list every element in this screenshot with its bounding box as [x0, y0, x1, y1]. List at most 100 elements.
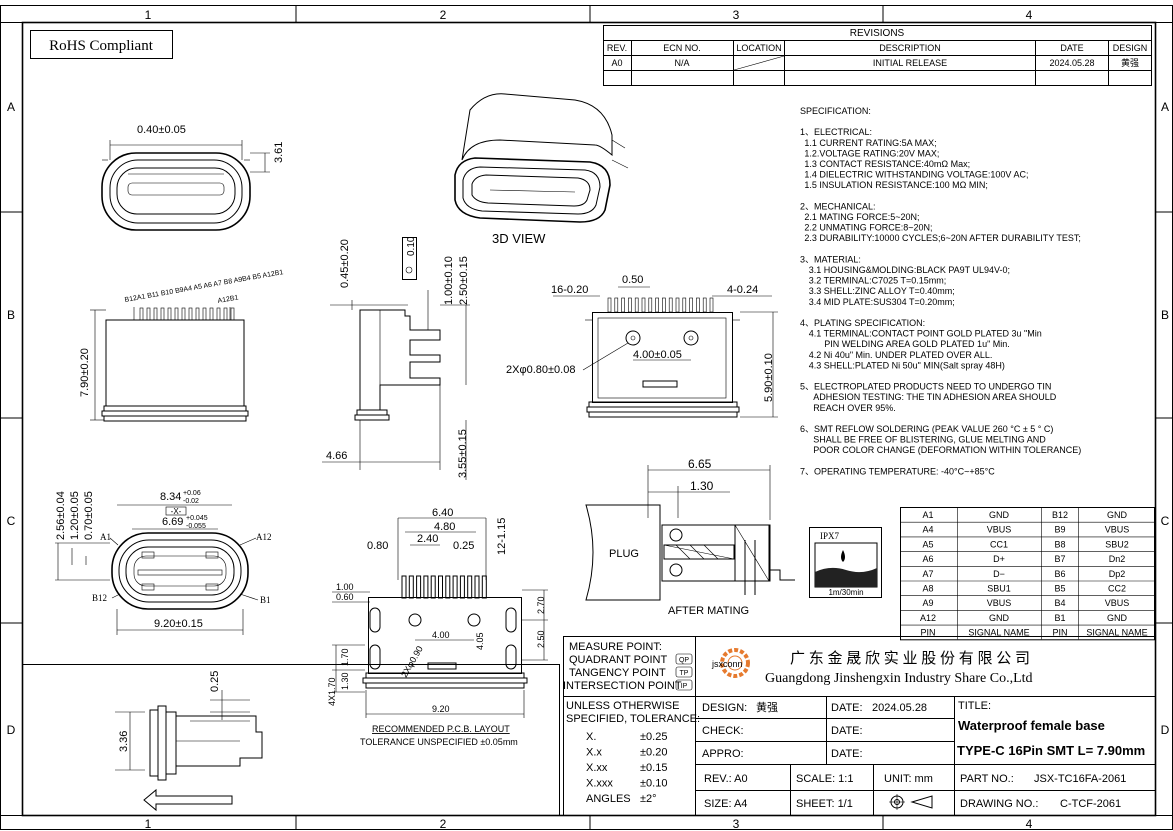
- pcb-pad: [452, 575, 458, 599]
- pin-table-cell: B6: [1054, 569, 1065, 579]
- pin-table-cell: D+: [993, 554, 1005, 564]
- title-line-2: TYPE-C 16Pin SMT L= 7.90mm: [957, 743, 1145, 758]
- pin-table-cell: B5: [1054, 584, 1065, 594]
- revisions-table: REVISIONS REV. ECN NO. LOCATION DESCRIPT…: [603, 25, 1152, 86]
- pin-table-cell: B4: [1054, 598, 1065, 608]
- spec-line: SPECIFICATION:: [800, 106, 871, 116]
- col-label-1: 1: [145, 8, 152, 22]
- pin-lead: [223, 307, 228, 321]
- spec-line: 1.3 CONTACT RESISTANCE:40mΩ Max;: [804, 159, 970, 169]
- after-mating-label: AFTER MATING: [668, 605, 749, 617]
- dim-0-60: 0.60: [336, 592, 354, 602]
- rev-label: REV.: A0: [704, 773, 748, 785]
- spec-line: 5、ELECTROPLATED PRODUCTS NEED TO UNDERGO…: [800, 382, 1051, 392]
- pcb-pad: [445, 575, 451, 599]
- part-no-value: JSX-TC16FA-2061: [1034, 773, 1126, 785]
- date-label-1: DATE:: [831, 702, 863, 714]
- row-label-d: D: [7, 723, 16, 737]
- row-label-d-right: D: [1161, 723, 1170, 737]
- rev-header-location: LOCATION: [736, 43, 781, 53]
- rev-cell-description: INITIAL RELEASE: [873, 58, 947, 68]
- datum-x: -X-: [171, 507, 182, 516]
- front-view-top: 0.40±0.05 3.61: [101, 124, 285, 231]
- pin-table-cell: GND: [989, 510, 1010, 520]
- pin-lead: [202, 307, 207, 321]
- col-label-3: 3: [733, 8, 740, 22]
- dim-4-00-pcb: 4.00: [432, 630, 450, 640]
- pin-table-cell: A9: [922, 598, 933, 608]
- pin-table-cell: Dn2: [1109, 554, 1126, 564]
- tolerance-precision: X.xxx: [586, 778, 613, 790]
- design-value: 黄强: [756, 700, 778, 714]
- spec-line: REACH OVER 95%.: [813, 403, 896, 413]
- spec-line: 2、MECHANICAL:: [800, 201, 876, 211]
- tangency-point-label: TANGENCY POINT: [569, 667, 666, 679]
- quadrant-point-label: QUADRANT POINT: [569, 654, 667, 666]
- col-label-3-bottom: 3: [733, 817, 740, 831]
- dim-4-05: 4.05: [475, 632, 485, 650]
- spec-line: 1、ELECTRICAL:: [800, 127, 872, 137]
- dim-5-90: 5.90±0.10: [763, 353, 775, 402]
- dim-3-61: 3.61: [273, 142, 285, 163]
- spec-line: 6、SMT REFLOW SOLDERING (PEAK VALUE 260 °…: [800, 424, 1053, 434]
- dim-12-1-15: 12-1.15: [496, 518, 508, 555]
- col-label-1-bottom: 1: [145, 817, 152, 831]
- dim-4-00-rear: 4.00±0.05: [633, 349, 682, 361]
- spec-line: PIN WELDING AREA GOLD PLATED 1u" Min.: [824, 339, 1010, 349]
- check-label: CHECK:: [702, 725, 744, 737]
- tolerance-precision: X.: [586, 731, 596, 743]
- spec-line: 1.4 DIELECTRIC WITHSTANDING VOLTAGE:100V…: [804, 170, 1028, 180]
- drawing-no-label: DRAWING NO.:: [960, 798, 1038, 810]
- ipx7-badge: IPX7 1m/30min: [809, 527, 882, 598]
- dim-2-50-side: 2.50±0.15: [458, 256, 470, 305]
- dim-4-0-24: 4-0.24: [727, 284, 758, 296]
- tolerance-precision: ANGLES: [586, 793, 631, 805]
- pcb-pad: [474, 575, 480, 599]
- pcb-layout-tolerance: TOLERANCE UNSPECIFIED ±0.05mm: [360, 737, 518, 747]
- dim-6-40: 6.40: [432, 507, 453, 519]
- pcb-pad: [459, 575, 465, 599]
- pin-table-cell: VBUS: [987, 598, 1012, 608]
- tolerance-precision: X.x: [586, 747, 602, 759]
- rev-cell-date: 2024.05.28: [1049, 58, 1094, 68]
- unless-otherwise: UNLESS OTHERWISE: [566, 700, 680, 712]
- dim-2-50-pcb: 2.50: [536, 630, 546, 648]
- pin-table-cell: CC1: [990, 539, 1008, 549]
- spec-line: 2.3 DURABILITY:10000 CYCLES;6~20N AFTER …: [804, 233, 1081, 243]
- spec-line: 1.5 INSULATION RESISTANCE:100 MΩ MIN;: [804, 180, 987, 190]
- intersection-point-symbol: IP: [681, 683, 688, 690]
- dim-1-00: 1.00±0.10: [443, 256, 455, 305]
- pin-table-header: SIGNAL NAME: [968, 628, 1029, 638]
- dim-6-69-tol-dn: -0.055: [186, 523, 206, 530]
- date-value: 2024.05.28: [872, 702, 927, 714]
- appro-label: APPRO:: [702, 748, 744, 760]
- pin-lead: [662, 297, 666, 313]
- pin-label-b1: B1: [260, 595, 271, 605]
- pin-table-cell: B1: [1054, 613, 1065, 623]
- rev-cell-rev: A0: [611, 58, 622, 68]
- dim-0-25-pcb: 0.25: [453, 540, 474, 552]
- spec-line: SHALL BE FREE OF BLISTERING, GLUE MELTIN…: [813, 435, 1046, 445]
- spec-line: 3.3 SHELL:ZINC ALLOY T=0.40mm;: [809, 286, 955, 296]
- dim-0-10: 0.10: [406, 236, 417, 256]
- tolerance-value: ±0.10: [640, 778, 667, 790]
- dim-16-0-20: 16-0.20: [551, 284, 588, 296]
- pin-lead: [181, 307, 186, 321]
- pin-lead: [146, 307, 151, 321]
- pin-label-a1: A1: [100, 532, 111, 542]
- pin-lead: [634, 297, 639, 313]
- dim-2-56: 2.56±0.04: [55, 491, 67, 540]
- spec-line: 2.1 MATING FORCE:5~20N;: [804, 212, 919, 222]
- pin-lead: [621, 297, 625, 313]
- pin-table-cell: A6: [922, 554, 933, 564]
- spec-line: 1.2.VOLTAGE RATING:20V MAX;: [804, 148, 939, 158]
- dim-2-40: 2.40: [417, 533, 438, 545]
- pin-lead: [702, 297, 707, 313]
- pin-table-cell: D−: [993, 569, 1005, 579]
- scale-label: SCALE: 1:1: [796, 773, 853, 785]
- specification-text: SPECIFICATION:1、ELECTRICAL:1.1 CURRENT R…: [800, 106, 1081, 476]
- pin-table-cell: CC2: [1108, 584, 1126, 594]
- pin-lead: [607, 297, 612, 313]
- pin-table-header: SIGNAL NAME: [1086, 628, 1147, 638]
- pin-table-cell: VBUS: [987, 525, 1012, 535]
